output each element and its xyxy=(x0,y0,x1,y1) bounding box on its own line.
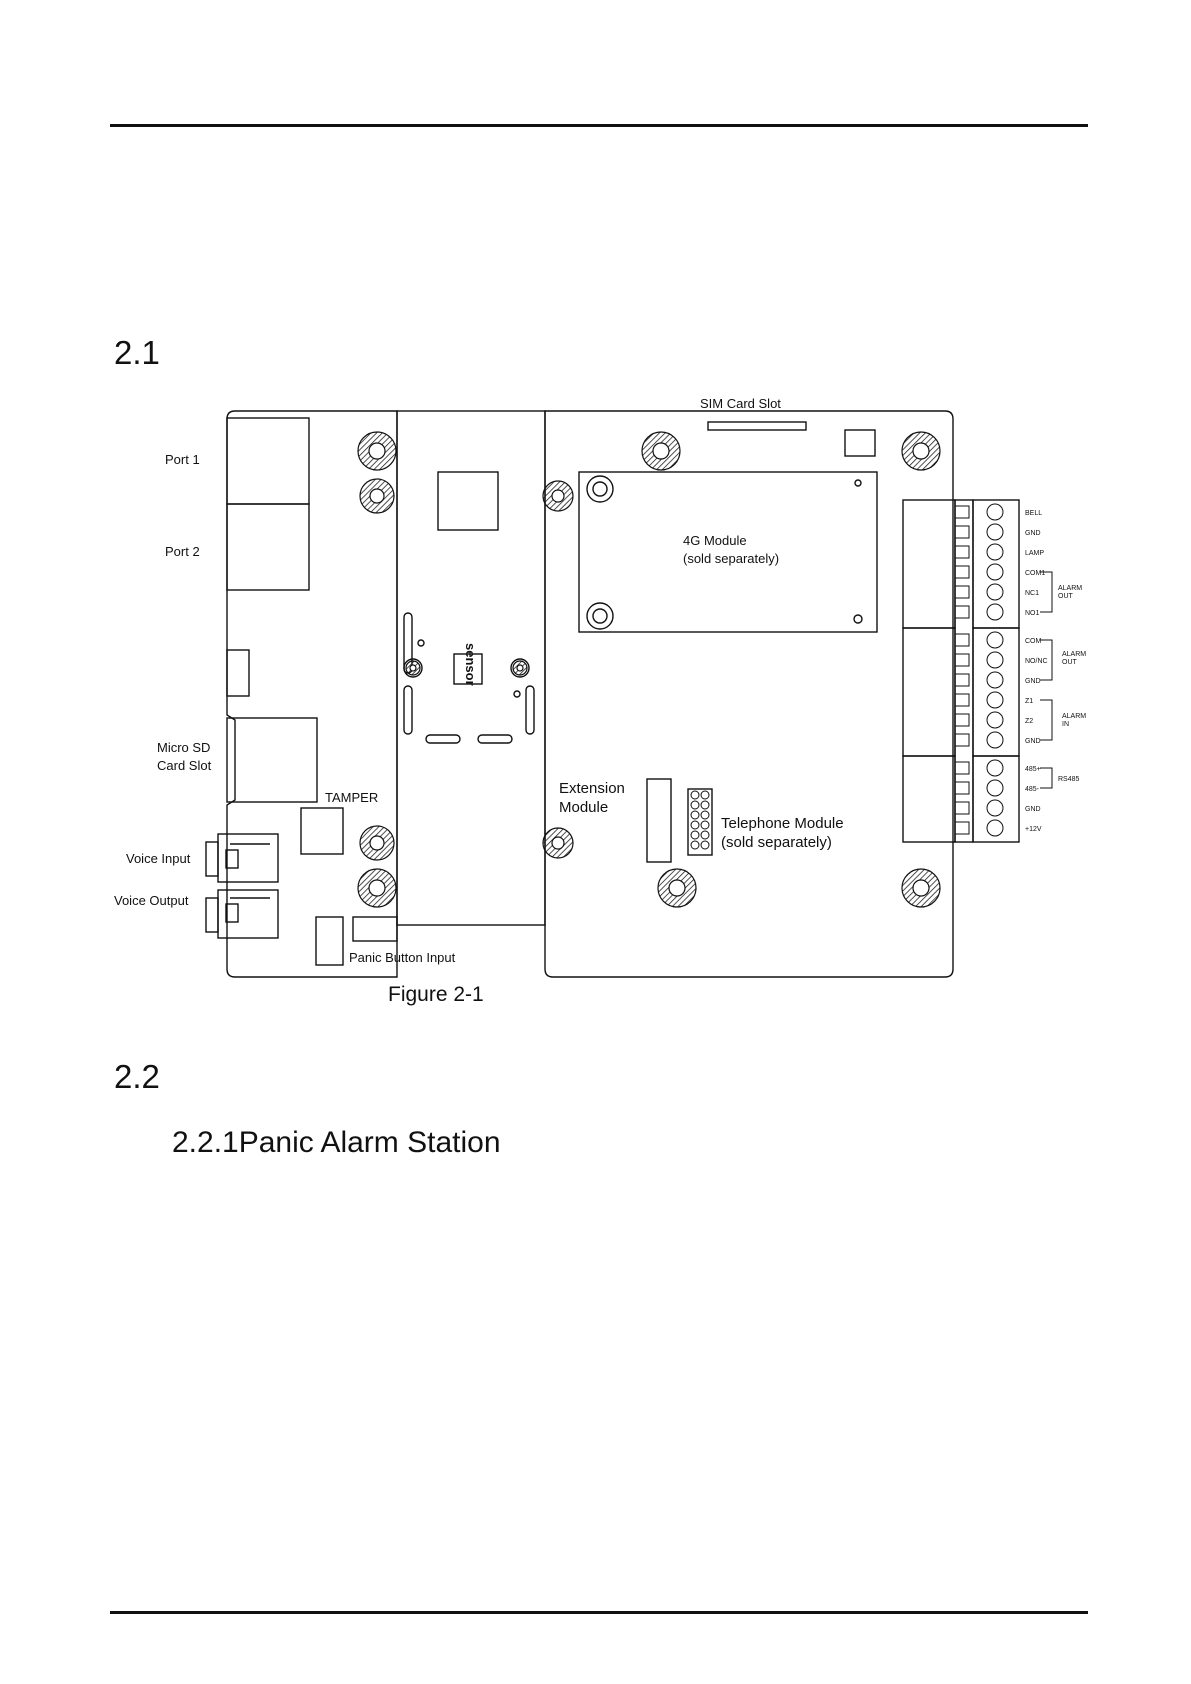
telephone-module-label-line1: Telephone Module xyxy=(721,815,844,832)
telephone-connector xyxy=(687,788,713,856)
4g-module-label-line2: (sold separately) xyxy=(683,551,779,566)
extension-connector xyxy=(646,778,672,863)
extension-module-label-line1: Extension xyxy=(559,780,625,797)
terminal-label: NC1 xyxy=(1025,590,1039,597)
figure-caption: Figure 2-1 xyxy=(388,983,484,1006)
voice-output-jack xyxy=(205,889,279,939)
small-component xyxy=(226,649,250,697)
microsd-label-line2: Card Slot xyxy=(157,758,212,773)
4g-module xyxy=(578,471,878,633)
terminal-label: Z1 xyxy=(1025,698,1033,705)
telephone-module-label-line2: (sold separately) xyxy=(721,834,832,851)
terminal-label: GND xyxy=(1025,678,1041,685)
section-2-1-heading: 2.1 xyxy=(114,334,160,371)
terminal-label: COM1 xyxy=(1025,570,1045,577)
terminal-label: NO1 xyxy=(1025,610,1040,617)
footer-rule xyxy=(110,1611,1088,1614)
terminal-label: GND xyxy=(1025,738,1041,745)
terminal-label: BELL xyxy=(1025,510,1042,517)
terminal-block-2 xyxy=(902,627,956,757)
terminal-group-label: ALARM xyxy=(1062,713,1086,720)
terminal-label: GND xyxy=(1025,806,1041,813)
terminal-label: 485- xyxy=(1025,786,1040,793)
mounting-holes xyxy=(357,431,941,908)
section-2-2-heading: 2.2 xyxy=(114,1058,160,1095)
4g-module-label-line1: 4G Module xyxy=(683,533,747,548)
terminal-label: GND xyxy=(1025,530,1041,537)
chip xyxy=(437,471,499,531)
panic-button-connector xyxy=(315,916,344,966)
terminal-label: LAMP xyxy=(1025,550,1044,557)
tamper-label: TAMPER xyxy=(325,790,378,805)
terminal-label: COM xyxy=(1025,638,1042,645)
port-1 xyxy=(226,417,310,505)
microsd-slot xyxy=(226,717,318,803)
voice-output-label: Voice Output xyxy=(114,893,189,908)
panic-connector-box xyxy=(352,916,398,942)
right-board-outline xyxy=(544,410,954,978)
panic-button-input-label: Panic Button Input xyxy=(349,950,456,965)
sensor-label: sensor xyxy=(463,643,478,686)
terminal-block-3 xyxy=(902,755,956,843)
extension-module-label-line2: Module xyxy=(559,799,608,816)
terminal-group-label: RS485 xyxy=(1058,776,1080,783)
sim-card-slot-label: SIM Card Slot xyxy=(700,396,781,411)
header-rule xyxy=(110,124,1088,127)
subsection-2-2-1-heading: 2.2.1Panic Alarm Station xyxy=(172,1126,501,1159)
port-2-label: Port 2 xyxy=(165,544,200,559)
terminal-group-label: OUT xyxy=(1058,593,1074,600)
tamper-switch xyxy=(300,807,344,855)
voice-input-jack xyxy=(205,833,279,883)
terminal-label: Z2 xyxy=(1025,718,1033,725)
terminal-label: NO/NC xyxy=(1025,658,1048,665)
terminal-group-label: ALARM xyxy=(1058,585,1082,592)
terminal-group-label: OUT xyxy=(1062,659,1078,666)
microsd-label-line1: Micro SD xyxy=(157,740,210,755)
left-board-outline xyxy=(226,410,398,978)
sim-card-slot xyxy=(707,421,807,431)
terminal-block-1 xyxy=(902,499,956,629)
voice-input-label: Voice Input xyxy=(126,851,191,866)
terminal-label: +12V xyxy=(1025,826,1042,833)
terminal-group-label: ALARM xyxy=(1062,651,1086,658)
terminal-group-label: IN xyxy=(1062,721,1069,728)
port-2 xyxy=(226,503,310,591)
terminal-label: 485+ xyxy=(1025,766,1041,773)
port-1-label: Port 1 xyxy=(165,452,200,467)
